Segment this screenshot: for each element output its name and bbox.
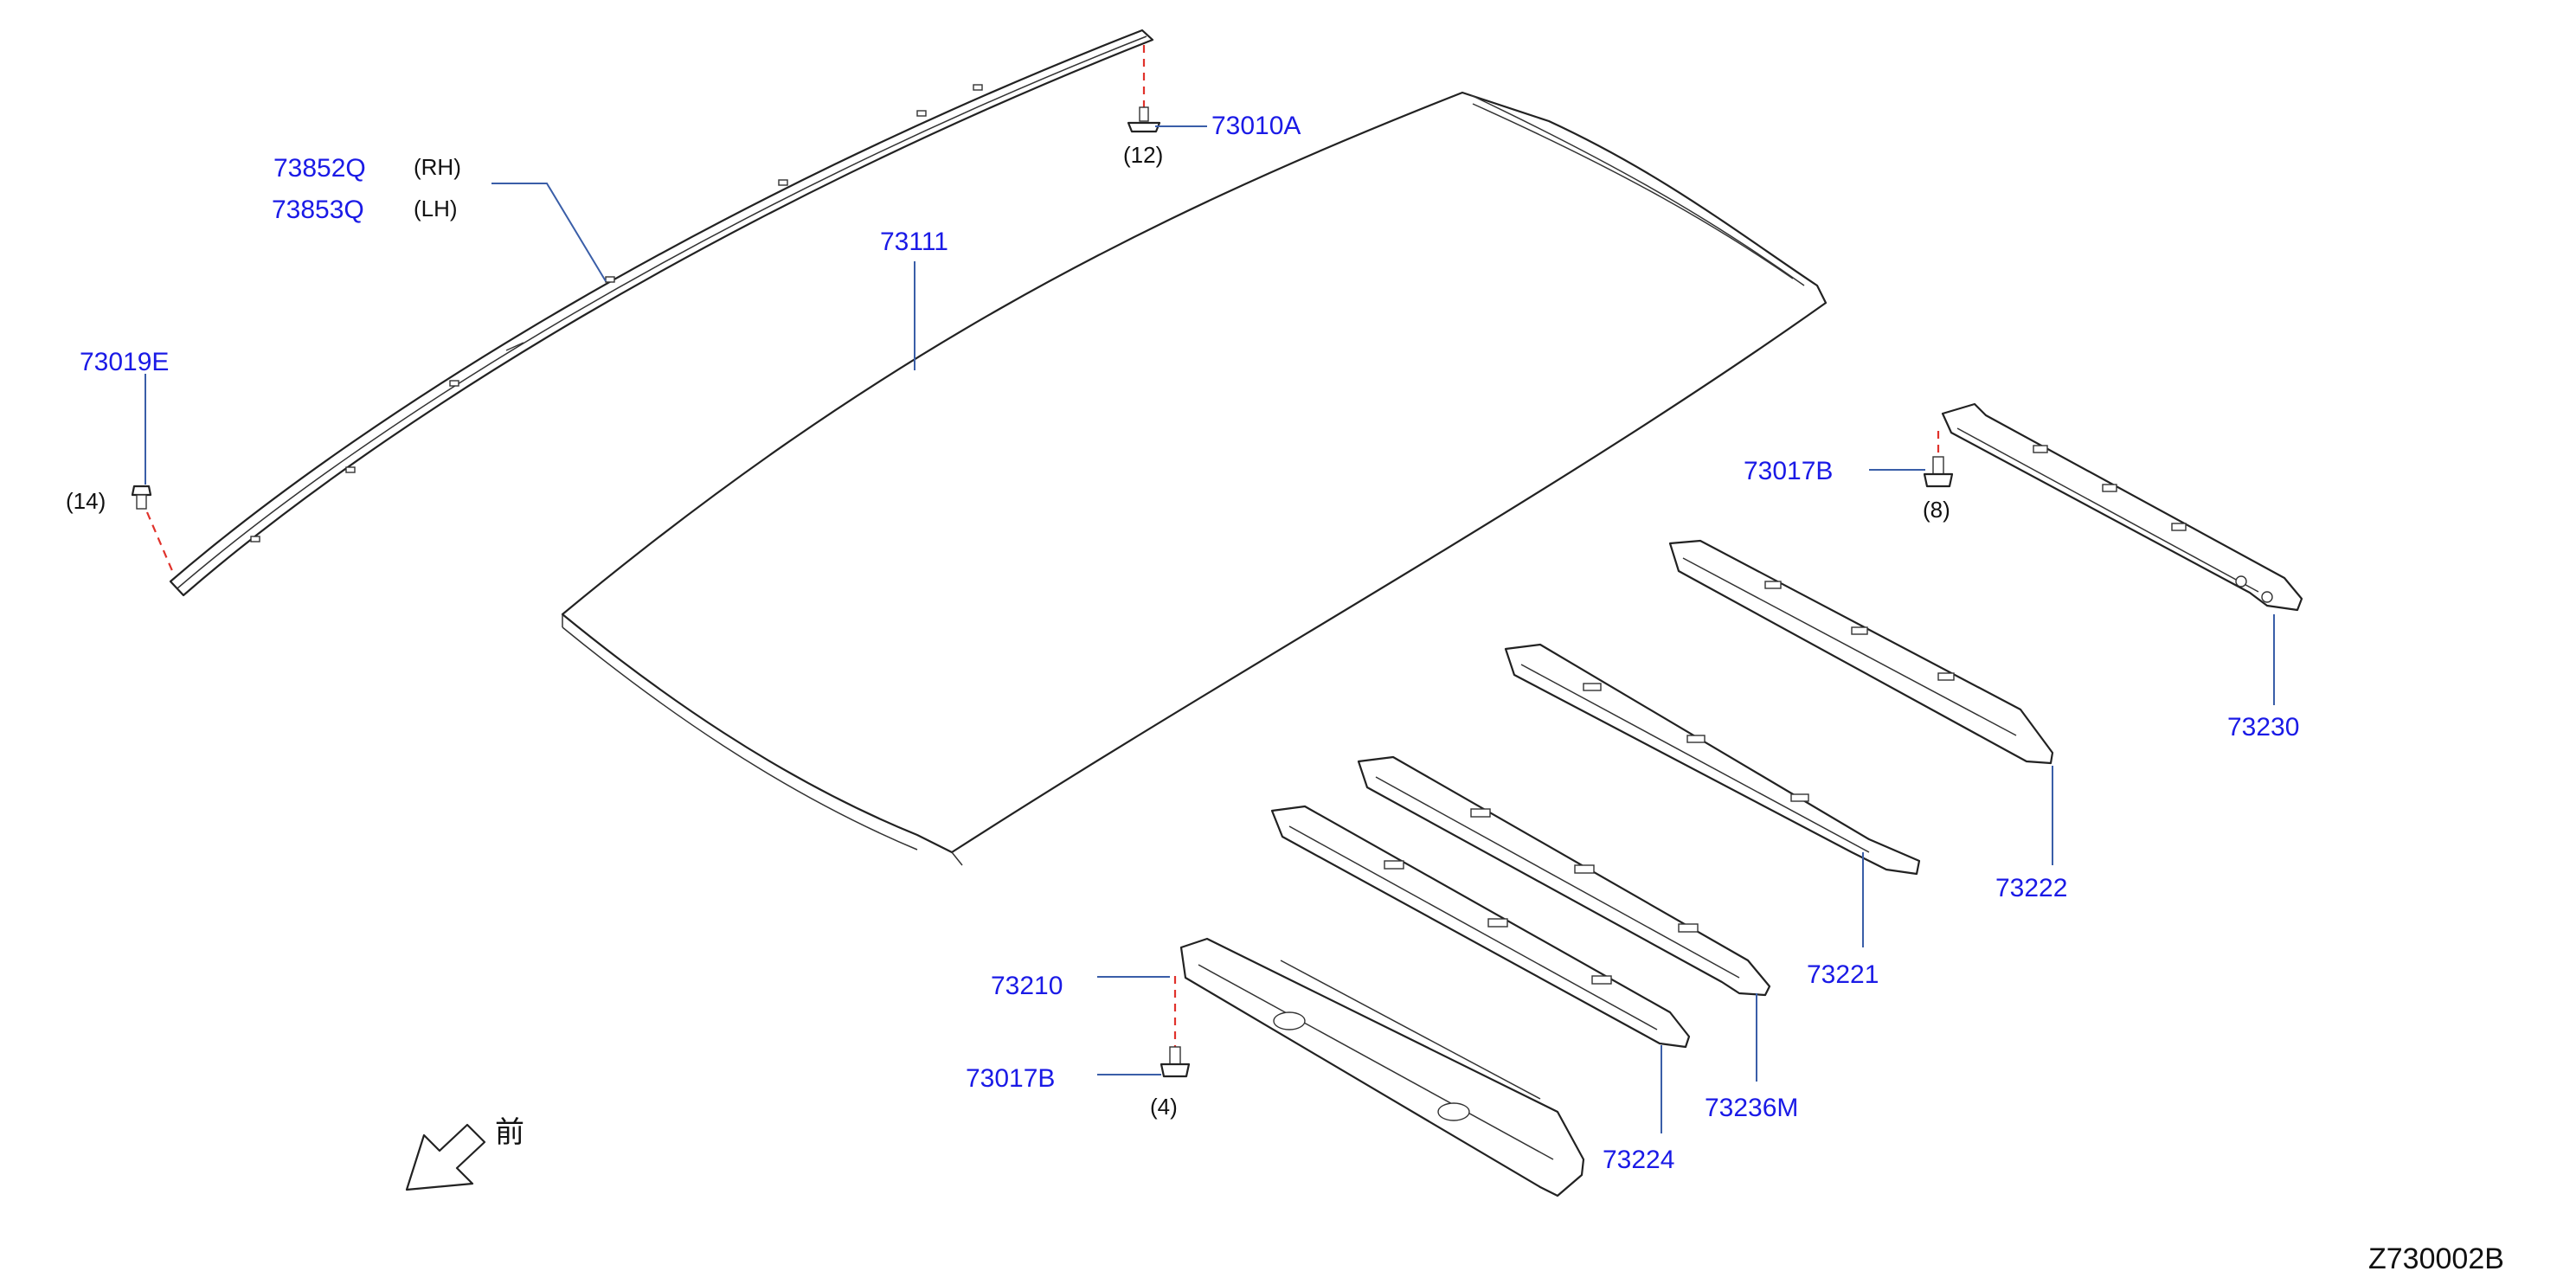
roof-rail-molding-drawing [169, 29, 1154, 597]
bolt-73017B-front-drawing [1160, 976, 1191, 1078]
part-qty-4: (4) [1150, 1094, 1178, 1120]
bow-73221-drawing [1504, 643, 1921, 876]
part-label-73230: 73230 [2227, 713, 2300, 742]
part-label-73019E: 73019E [80, 348, 170, 376]
bow-73236M-drawing [1357, 755, 1771, 997]
part-label-73017B-front: 73017B [966, 1064, 1056, 1093]
bolt-73017B-rear-drawing [1923, 431, 1954, 488]
bow-73222-drawing [1668, 539, 2054, 765]
leader-lines [145, 125, 2275, 1133]
part-label-73210: 73210 [991, 972, 1063, 1000]
clip-73010A-drawing [1127, 45, 1161, 133]
clip-73019E-drawing [131, 485, 175, 574]
roof-panel-drawing [561, 91, 1828, 866]
part-label-73017B-rear: 73017B [1744, 457, 1834, 485]
part-label-73236M: 73236M [1705, 1094, 1799, 1122]
part-qty-8: (8) [1923, 497, 1950, 523]
part-qty-14: (14) [66, 488, 106, 514]
part-qty-12: (12) [1123, 142, 1164, 168]
part-label-73852Q: 73852Q [273, 154, 366, 183]
rear-bow-73230-drawing [1941, 402, 2303, 612]
part-label-73853Q: 73853Q [272, 196, 364, 224]
front-direction-arrow-icon [405, 1123, 486, 1191]
bow-73224-drawing [1270, 805, 1691, 1049]
part-label-73221: 73221 [1807, 960, 1879, 989]
front-direction-text: 前 [495, 1116, 524, 1149]
part-label-73222: 73222 [1995, 874, 2068, 902]
drawing-code: Z730002B [2368, 1242, 2504, 1275]
part-side-lh: (LH) [414, 196, 458, 221]
part-side-rh: (RH) [414, 154, 461, 180]
part-label-73224: 73224 [1603, 1146, 1675, 1174]
part-label-73010A: 73010A [1211, 112, 1301, 140]
front-header-73210-drawing [1179, 937, 1585, 1197]
part-label-73111: 73111 [880, 228, 948, 256]
